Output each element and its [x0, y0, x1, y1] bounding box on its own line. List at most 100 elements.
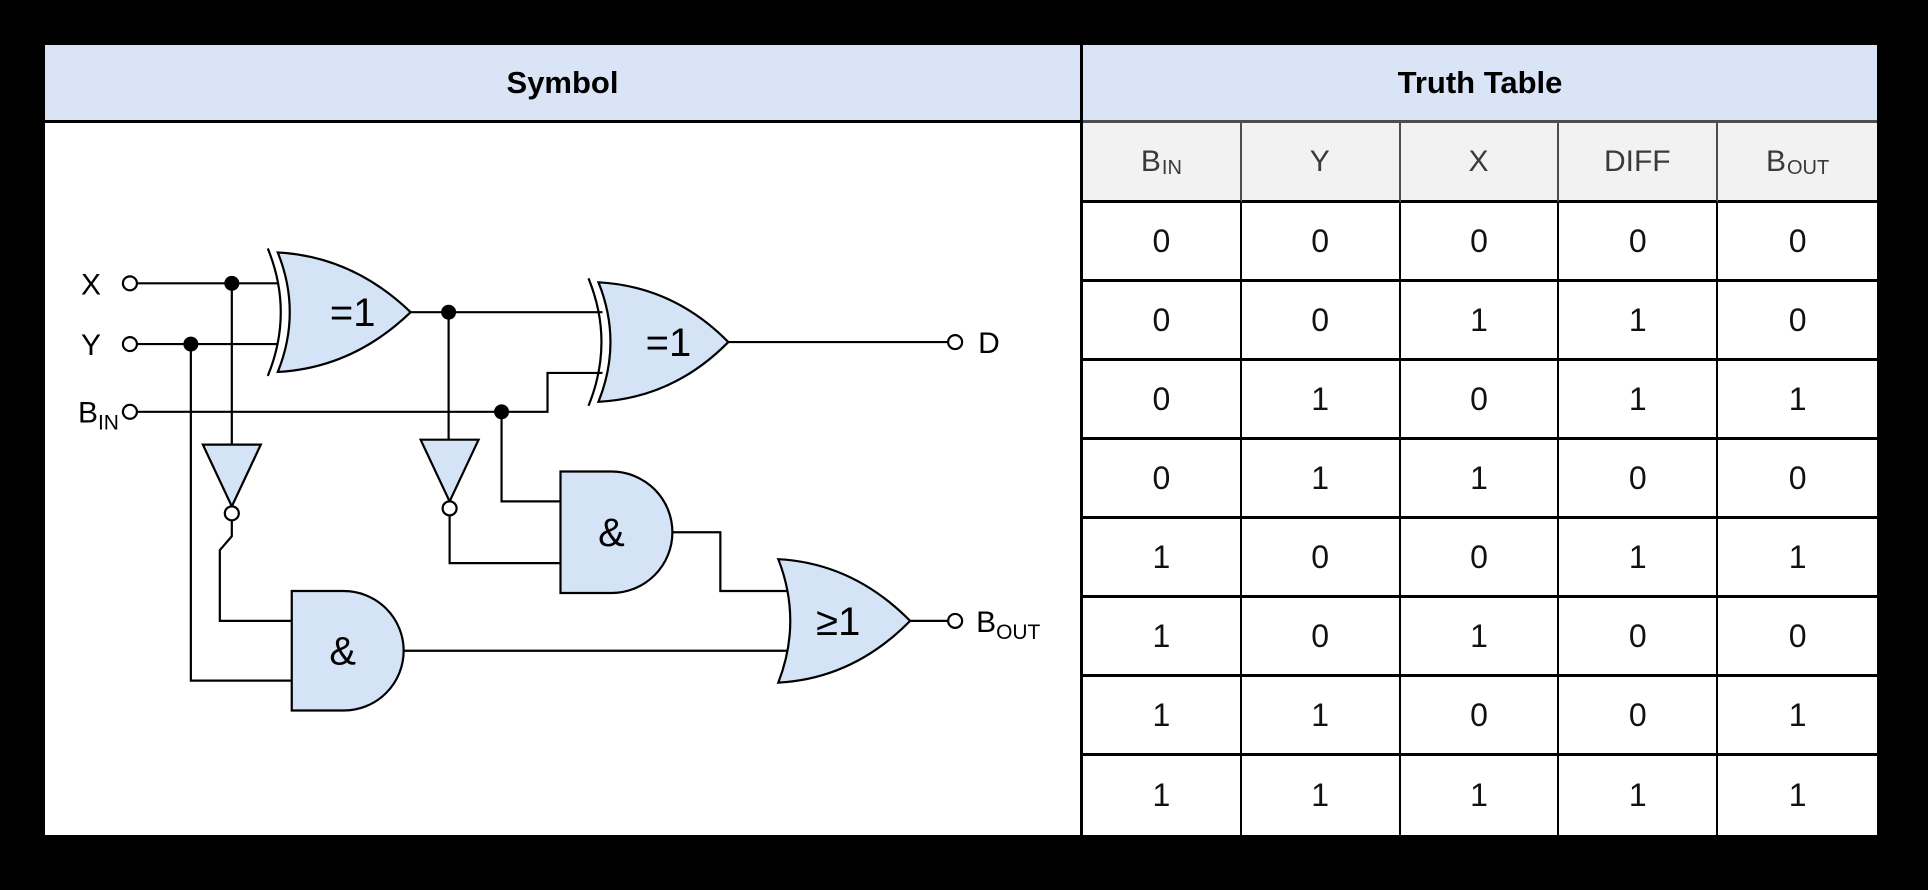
and-bottom-label: &	[329, 630, 356, 674]
wire-y-to-and	[189, 344, 292, 682]
and-gate-bottom	[290, 589, 405, 712]
table-cell: 1	[1241, 440, 1401, 519]
table-cell: 0	[1559, 677, 1719, 756]
table-cell: 1	[1241, 677, 1401, 756]
col-header-bin-sub: IN	[1161, 157, 1182, 179]
wire-inverter1-to-and	[218, 520, 292, 622]
and-gate-middle	[559, 470, 674, 595]
table-cell: 1	[1718, 756, 1877, 835]
gates	[201, 248, 912, 712]
and-middle-label: &	[598, 511, 625, 555]
xor1-input-arc	[266, 248, 282, 377]
table-cell: 1	[1083, 598, 1242, 677]
inverter1	[201, 443, 263, 509]
table-cell: 1	[1400, 282, 1560, 361]
wire-inverter2-to-and	[448, 515, 561, 565]
table-cell: 1	[1559, 282, 1719, 361]
table-cell: 1	[1559, 756, 1719, 835]
terminal-bin	[121, 403, 139, 420]
table-cell: 1	[1400, 756, 1560, 835]
table-cell: 1	[1083, 519, 1242, 598]
table-cell: 0	[1241, 519, 1401, 598]
xor2-label: =1	[646, 321, 692, 365]
col-header-bout-main: B	[1765, 144, 1786, 178]
table-cell: 1	[1241, 361, 1401, 440]
xor2-gate	[596, 281, 730, 404]
table-cell: 0	[1718, 203, 1877, 282]
bout-sub: OUT	[996, 621, 1040, 644]
xor2-input-arc	[587, 277, 603, 407]
col-header-bout-sub: OUT	[1786, 157, 1830, 179]
col-header-diff-main: DIFF	[1603, 144, 1671, 178]
table-cell: 0	[1400, 677, 1560, 756]
symbol-header: Symbol	[45, 45, 1083, 123]
table-cell: 0	[1718, 282, 1877, 361]
labels: X Y BIN D BOUT =1 =1 & & ≥1	[78, 268, 1041, 673]
table-cell: 1	[1083, 756, 1242, 835]
circuit-diagram: X Y BIN D BOUT =1 =1 & & ≥1	[45, 123, 1083, 835]
table-cell: 1	[1083, 677, 1242, 756]
col-header-x: X	[1400, 123, 1560, 203]
table-cell: 0	[1400, 361, 1560, 440]
table-cell: 1	[1718, 519, 1877, 598]
terminal-d	[947, 334, 964, 351]
table-cell: 0	[1241, 282, 1401, 361]
terminal-y	[121, 336, 139, 353]
or-gate	[776, 557, 912, 684]
inverter1-bubble	[223, 505, 240, 522]
col-header-bin-main: B	[1140, 144, 1161, 178]
table-cell: 0	[1718, 598, 1877, 677]
junction-y	[183, 336, 199, 352]
junction-dots	[183, 275, 510, 420]
input-label-x: X	[81, 268, 101, 301]
col-header-y-main: Y	[1309, 144, 1330, 178]
or-label: ≥1	[816, 600, 860, 644]
table-cell: 1	[1400, 440, 1560, 519]
col-header-x-main: X	[1468, 144, 1489, 178]
table-cell: 0	[1083, 282, 1242, 361]
input-label-y: Y	[81, 329, 101, 362]
wires	[136, 282, 949, 682]
bout-main: B	[976, 606, 996, 639]
col-header-y: Y	[1241, 123, 1401, 203]
xor1-label: =1	[330, 291, 376, 335]
inverter2-bubble	[441, 500, 458, 517]
terminal-x	[121, 275, 139, 292]
table-cell: 0	[1083, 203, 1242, 282]
inverter2	[418, 438, 481, 504]
terminal-bout	[947, 612, 964, 629]
junction-xor1-out	[441, 304, 457, 320]
circuit-svg: X Y BIN D BOUT =1 =1 & & ≥1	[78, 248, 1041, 712]
table-cell: 0	[1083, 440, 1242, 519]
table-cell: 0	[1241, 203, 1401, 282]
junction-x	[224, 275, 240, 291]
output-label-d: D	[978, 327, 1000, 360]
table-cell: 1	[1718, 361, 1877, 440]
table-cell: 0	[1241, 598, 1401, 677]
table-cell: 1	[1718, 677, 1877, 756]
table-cell: 1	[1559, 361, 1719, 440]
table-cell: 0	[1559, 203, 1719, 282]
table-cell: 1	[1559, 519, 1719, 598]
junction-bin	[494, 404, 510, 420]
xor1-gate	[276, 251, 413, 374]
table-cell: 1	[1400, 598, 1560, 677]
table-cell: 0	[1083, 361, 1242, 440]
table-cell: 1	[1241, 756, 1401, 835]
truth-table-header: Truth Table	[1083, 45, 1877, 123]
terminals	[121, 275, 964, 629]
reference-panel: Symbol Truth Table	[42, 42, 1880, 838]
bin-main: B	[78, 397, 98, 430]
table-cell: 0	[1718, 440, 1877, 519]
table-cell: 0	[1559, 440, 1719, 519]
bin-sub: IN	[98, 412, 119, 435]
col-header-diff: DIFF	[1559, 123, 1719, 203]
table-cell: 0	[1559, 598, 1719, 677]
output-label-bout: BOUT	[976, 606, 1040, 644]
wire-bin-to-xor2	[136, 371, 603, 413]
wire-and-to-or-top	[672, 531, 796, 593]
wire-bin-to-and	[500, 411, 561, 503]
input-label-bin: BIN	[78, 397, 119, 435]
